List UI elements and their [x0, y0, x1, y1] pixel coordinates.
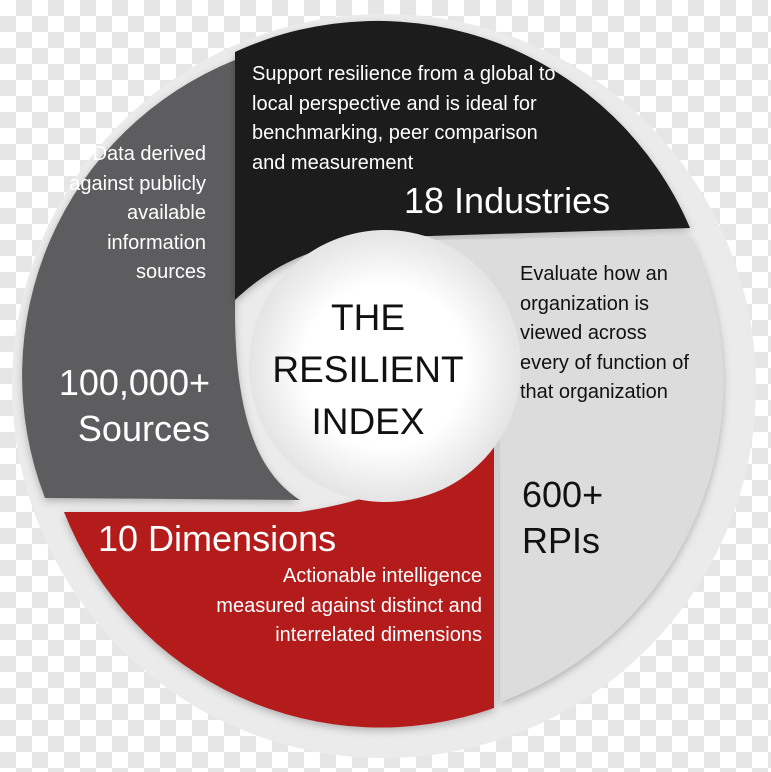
gray-segment-highlight: 100,000+ Sources [40, 360, 210, 452]
gray-segment-description: Data derived against publicly available … [69, 143, 206, 283]
light-highlight-line1: 600+ [522, 474, 604, 515]
red-segment-description: Actionable intelligence measured against… [216, 565, 482, 646]
light-segment-highlight: 600+ RPIs [522, 472, 662, 564]
gray-highlight-line1: 100,000+ [58, 362, 210, 403]
black-segment-highlight: 18 Industries [404, 180, 611, 221]
center-circle [249, 230, 521, 502]
segment-gray [22, 60, 301, 500]
light-highlight-line2: RPIs [522, 520, 601, 561]
segment-red [64, 430, 494, 728]
black-segment-description: Support resilience from a global to loca… [252, 63, 556, 174]
light-segment-description: Evaluate how an organization is viewed a… [520, 263, 689, 403]
red-segment-highlight: 10 Dimensions [98, 518, 337, 559]
segment-black [235, 20, 690, 300]
gray-highlight-line2: Sources [77, 408, 210, 449]
center-title: THE RESILIENT INDEX [272, 297, 464, 442]
